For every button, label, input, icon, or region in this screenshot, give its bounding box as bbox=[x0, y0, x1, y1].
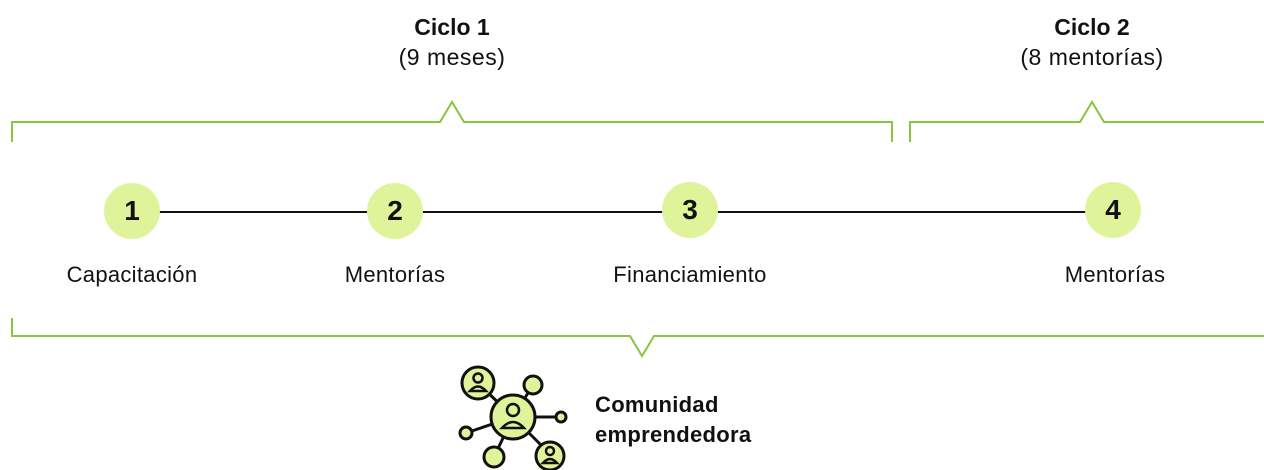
cycle-2-label: Ciclo 2 (8 mentorías) bbox=[972, 12, 1212, 72]
community-label-line2: emprendedora bbox=[595, 422, 752, 447]
cycle-2-subtitle: (8 mentorías) bbox=[1020, 44, 1164, 70]
cycle-1-bracket bbox=[11, 100, 893, 142]
community-bracket bbox=[11, 318, 1264, 358]
community-label: Comunidad emprendedora bbox=[595, 390, 751, 450]
step-1-label: Capacitación bbox=[66, 262, 198, 287]
step-3-circle: 3 bbox=[662, 182, 718, 238]
step-4-circle: 4 bbox=[1085, 182, 1141, 238]
community-label-line1: Comunidad bbox=[595, 392, 719, 417]
cycle-1-subtitle: (9 meses) bbox=[398, 44, 506, 70]
cycle-2-bracket bbox=[909, 100, 1264, 142]
step-1-circle: 1 bbox=[104, 183, 160, 239]
step-2-label: Mentorías bbox=[344, 262, 446, 287]
step-3-label: Financiamiento bbox=[613, 262, 767, 287]
cycle-1-label: Ciclo 1 (9 meses) bbox=[332, 12, 572, 72]
cycle-1-title: Ciclo 1 bbox=[414, 14, 490, 40]
cycle-2-title: Ciclo 2 bbox=[1054, 14, 1130, 40]
step-2-circle: 2 bbox=[367, 183, 423, 239]
step-4-label: Mentorías bbox=[1064, 262, 1166, 287]
